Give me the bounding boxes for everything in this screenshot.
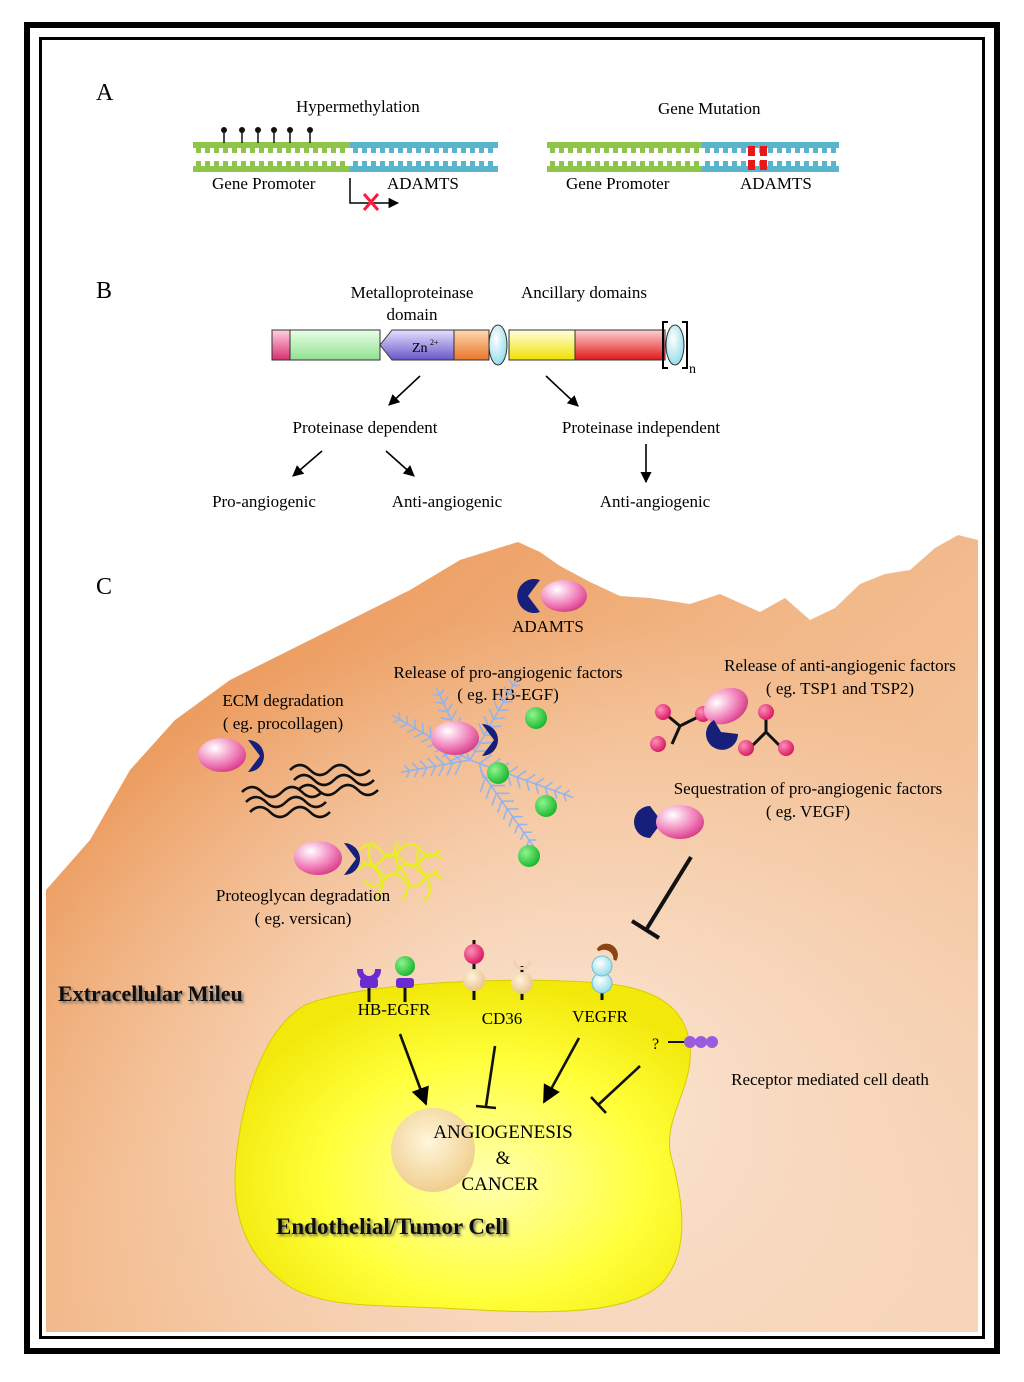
cancer-label: CANCER [461, 1174, 538, 1195]
release-pro-label-1: Release of pro-angiogenic factors [394, 663, 623, 682]
sequestration-label-2: ( eg. VEGF) [766, 802, 850, 821]
adamts-enzyme-hbegf [431, 721, 498, 756]
gene-mutation-title: Gene Mutation [658, 99, 761, 118]
angiogenesis-label: ANGIOGENESIS [433, 1122, 572, 1143]
ampersand-label: & [496, 1148, 511, 1169]
anti-angiogenic-right-label: Anti-angiogenic [600, 492, 711, 511]
panel-c-label: C [96, 574, 112, 600]
inhibition-vegf [630, 855, 693, 940]
vegfr-receptor [591, 943, 618, 1000]
blocked-transcription-arrow [349, 178, 400, 211]
cell-label: Endothelial/Tumor Cell [276, 1214, 508, 1239]
inhibition-death-receptor [590, 1065, 641, 1114]
gene-promoter-left-label: Gene Promoter [212, 174, 316, 193]
receptor-death-label: Receptor mediated cell death [731, 1070, 929, 1089]
inhibition-cd36 [475, 1045, 497, 1110]
procollagen-fibers [241, 763, 379, 819]
question-mark: ? [652, 1036, 659, 1053]
prodomain [289, 329, 381, 361]
hb-egf-growth-factors [487, 707, 557, 867]
anti-angiogenic-left-label: Anti-angiogenic [392, 492, 503, 511]
ecm-degradation-label-2: ( eg. procollagen) [223, 714, 343, 733]
vegfr-label: VEGFR [572, 1007, 628, 1026]
panel-a-label: A [96, 80, 114, 106]
panel-b-label: B [96, 278, 112, 304]
proteoglycan-label-2: ( eg. versican) [255, 909, 352, 928]
cd36-receptors [463, 940, 533, 1000]
death-receptor [668, 1026, 736, 1058]
hb-egfr-receptors [356, 956, 415, 1002]
gene-promoter-right-label: Gene Promoter [566, 174, 670, 193]
sequestration-label-1: Sequestration of pro-angiogenic factors [674, 779, 943, 798]
adamts-enzyme-versican [294, 841, 360, 875]
versican-strands [357, 841, 443, 903]
cysteine-rich-domain [508, 329, 576, 361]
zinc-charge-label: 2+ [430, 338, 439, 347]
ecm-degradation-label-1: ECM degradation [222, 691, 344, 710]
panel-c: C ADAMTS ECM degradation ( eg. procollag… [46, 535, 978, 1332]
tsp-repeat-n [665, 324, 685, 366]
spacer-domain [574, 329, 666, 361]
hypermethylation-title: Hypermethylation [296, 97, 420, 116]
signal-peptide-domain [271, 329, 291, 361]
nucleus [391, 1108, 475, 1192]
adamts-left-label: ADAMTS [387, 174, 459, 193]
dna-hypermethylation [193, 127, 498, 172]
disintegrin-domain [453, 329, 490, 361]
extracellular-mileu-label: Extracellular Mileu [58, 981, 243, 1006]
zinc-label: Zn [412, 341, 428, 356]
metalloproteinase-label-1: Metalloproteinase [351, 283, 474, 302]
tsp-released [738, 704, 794, 756]
hb-egfr-label: HB-EGFR [358, 1000, 431, 1019]
proteinase-dependent-label: Proteinase dependent [293, 418, 438, 437]
adamts-label: ADAMTS [512, 617, 584, 636]
proteinase-independent-label: Proteinase independent [562, 418, 720, 437]
adamts-right-label: ADAMTS [740, 174, 812, 193]
tsp-repeat-1 [488, 324, 508, 366]
release-anti-label-1: Release of anti-angiogenic factors [724, 656, 956, 675]
release-anti-label-2: ( eg. TSP1 and TSP2) [766, 679, 914, 698]
zinc-metalloproteinase-domain [379, 329, 455, 361]
dna-gene-mutation [547, 142, 839, 172]
adamts-enzyme-ecm [198, 738, 264, 772]
proteoglycan-label-1: Proteoglycan degradation [216, 886, 391, 905]
metalloproteinase-label-2: domain [387, 305, 438, 324]
panel-a: A Hypermethylation Gene Promoter ADAMTS [96, 80, 839, 211]
repeat-n-label: n [689, 362, 696, 377]
pro-angiogenic-label: Pro-angiogenic [212, 492, 316, 511]
methyl-groups [221, 127, 313, 143]
cd36-label: CD36 [482, 1009, 523, 1028]
adamts-domain-structure: Zn 2+ n [271, 321, 696, 377]
ancillary-domains-label: Ancillary domains [521, 283, 647, 302]
panel-b: B Metalloproteinase domain Ancillary dom… [96, 278, 720, 511]
adamts-enzyme [517, 579, 587, 614]
mutation-marks [748, 146, 767, 170]
adamts-enzyme-vegf [634, 805, 721, 839]
tsp-bound-enzyme [650, 687, 749, 752]
